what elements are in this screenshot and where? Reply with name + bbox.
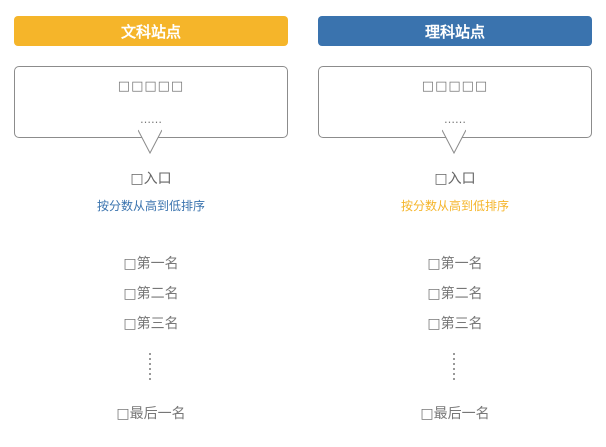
science-callout-tail-icon: [442, 129, 466, 155]
arts-site-header-label: 文科站点: [120, 22, 181, 41]
science-vertical-ellipsis-icon: [453, 353, 456, 383]
science-rank-last[interactable]: □最后一名: [420, 406, 490, 422]
arts-vertical-ellipsis-icon: [149, 353, 152, 383]
arts-sort-label: 按分数从高到低排序: [96, 199, 205, 213]
science-rank-3[interactable]: □第三名: [427, 316, 483, 332]
arts-entry-label[interactable]: □入口: [130, 171, 172, 187]
science-callout-text: □□□□□: [421, 79, 489, 94]
arts-callout-tail-icon: [138, 129, 162, 155]
science-site-header[interactable]: 理科站点: [318, 16, 592, 46]
arts-rank-1[interactable]: □第一名: [123, 256, 179, 272]
arts-rank-3[interactable]: □第三名: [123, 316, 179, 332]
science-callout-ellipsis: ……: [444, 113, 466, 126]
arts-site-header[interactable]: 文科站点: [14, 16, 288, 46]
arts-callout-text: □□□□□: [117, 79, 185, 94]
science-column: 理科站点 □□□□□ …… □入口 按分数从高到低排序 □第一名 □第二名 □第…: [318, 0, 592, 447]
arts-rank-2[interactable]: □第二名: [123, 286, 179, 302]
science-sort-label: 按分数从高到低排序: [400, 199, 509, 213]
arts-callout-ellipsis: ……: [140, 113, 162, 126]
science-callout-box: □□□□□ ……: [318, 66, 592, 138]
arts-callout-box: □□□□□ ……: [14, 66, 288, 138]
science-entry-label[interactable]: □入口: [434, 171, 476, 187]
arts-rank-last[interactable]: □最后一名: [116, 406, 186, 422]
science-rank-1[interactable]: □第一名: [427, 256, 483, 272]
science-rank-2[interactable]: □第二名: [427, 286, 483, 302]
arts-column: 文科站点 □□□□□ …… □入口 按分数从高到低排序 □第一名 □第二名 □第…: [14, 0, 288, 447]
science-site-header-label: 理科站点: [424, 22, 485, 41]
